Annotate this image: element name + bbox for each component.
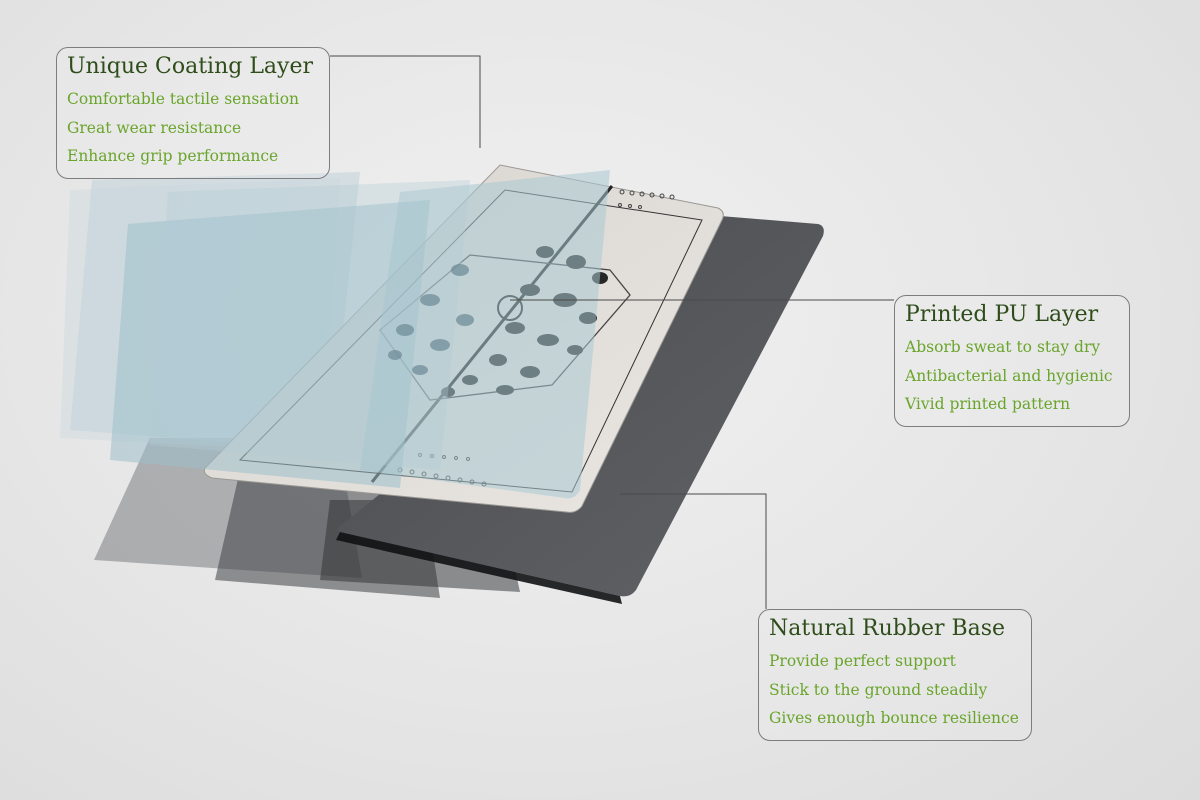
feature-item: Great wear resistance [67, 118, 242, 137]
feature-item: Vivid printed pattern [905, 395, 1071, 413]
feature-item: Gives enough bounce resilience [769, 709, 1019, 727]
dot-row-top [618, 189, 675, 209]
feature-item: Stick to the ground steadily [769, 680, 988, 699]
feature-item: Absorb sweat to stay dry [905, 338, 1101, 356]
feature-item: Antibacterial and hygienic [905, 366, 1113, 385]
coating-layer [110, 170, 610, 499]
callout-title: Unique Coating Layer [67, 54, 314, 79]
leader-lines [330, 55, 894, 609]
feature-item: Comfortable tactile sensation [67, 90, 300, 108]
callout-rubber-base: Natural Rubber Base Provide perfect supp… [758, 609, 1032, 741]
leader-line-coating [330, 55, 481, 148]
callout-title: Printed PU Layer [905, 302, 1099, 327]
callout-coating-layer: Unique Coating Layer Comfortable tactile… [56, 47, 330, 179]
leader-line-rubber [620, 493, 767, 609]
callout-title: Natural Rubber Base [769, 616, 1006, 641]
feature-item: Enhance grip performance [67, 147, 279, 165]
callout-pu-layer: Printed PU Layer Absorb sweat to stay dr… [894, 295, 1130, 427]
feature-item: Provide perfect support [769, 652, 956, 670]
